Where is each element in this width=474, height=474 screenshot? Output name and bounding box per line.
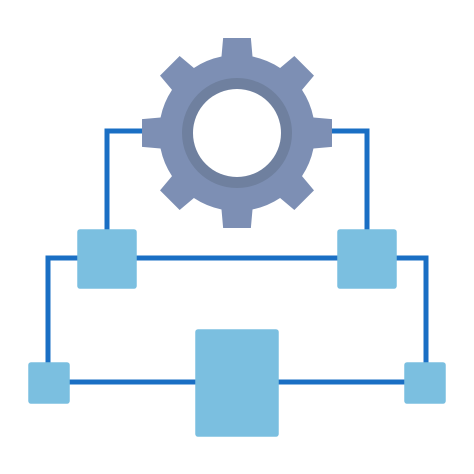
network-nodes (28, 229, 446, 437)
gear-to-right-node-line (317, 128, 370, 233)
lower-left-node (28, 362, 70, 404)
upper-left-node (77, 229, 137, 289)
upper-right-node (337, 229, 397, 289)
gear-icon (142, 38, 332, 228)
center-node (195, 329, 279, 437)
gear-center-hole (193, 89, 281, 177)
lower-right-node (404, 362, 446, 404)
gear-to-left-node-line (104, 128, 155, 233)
